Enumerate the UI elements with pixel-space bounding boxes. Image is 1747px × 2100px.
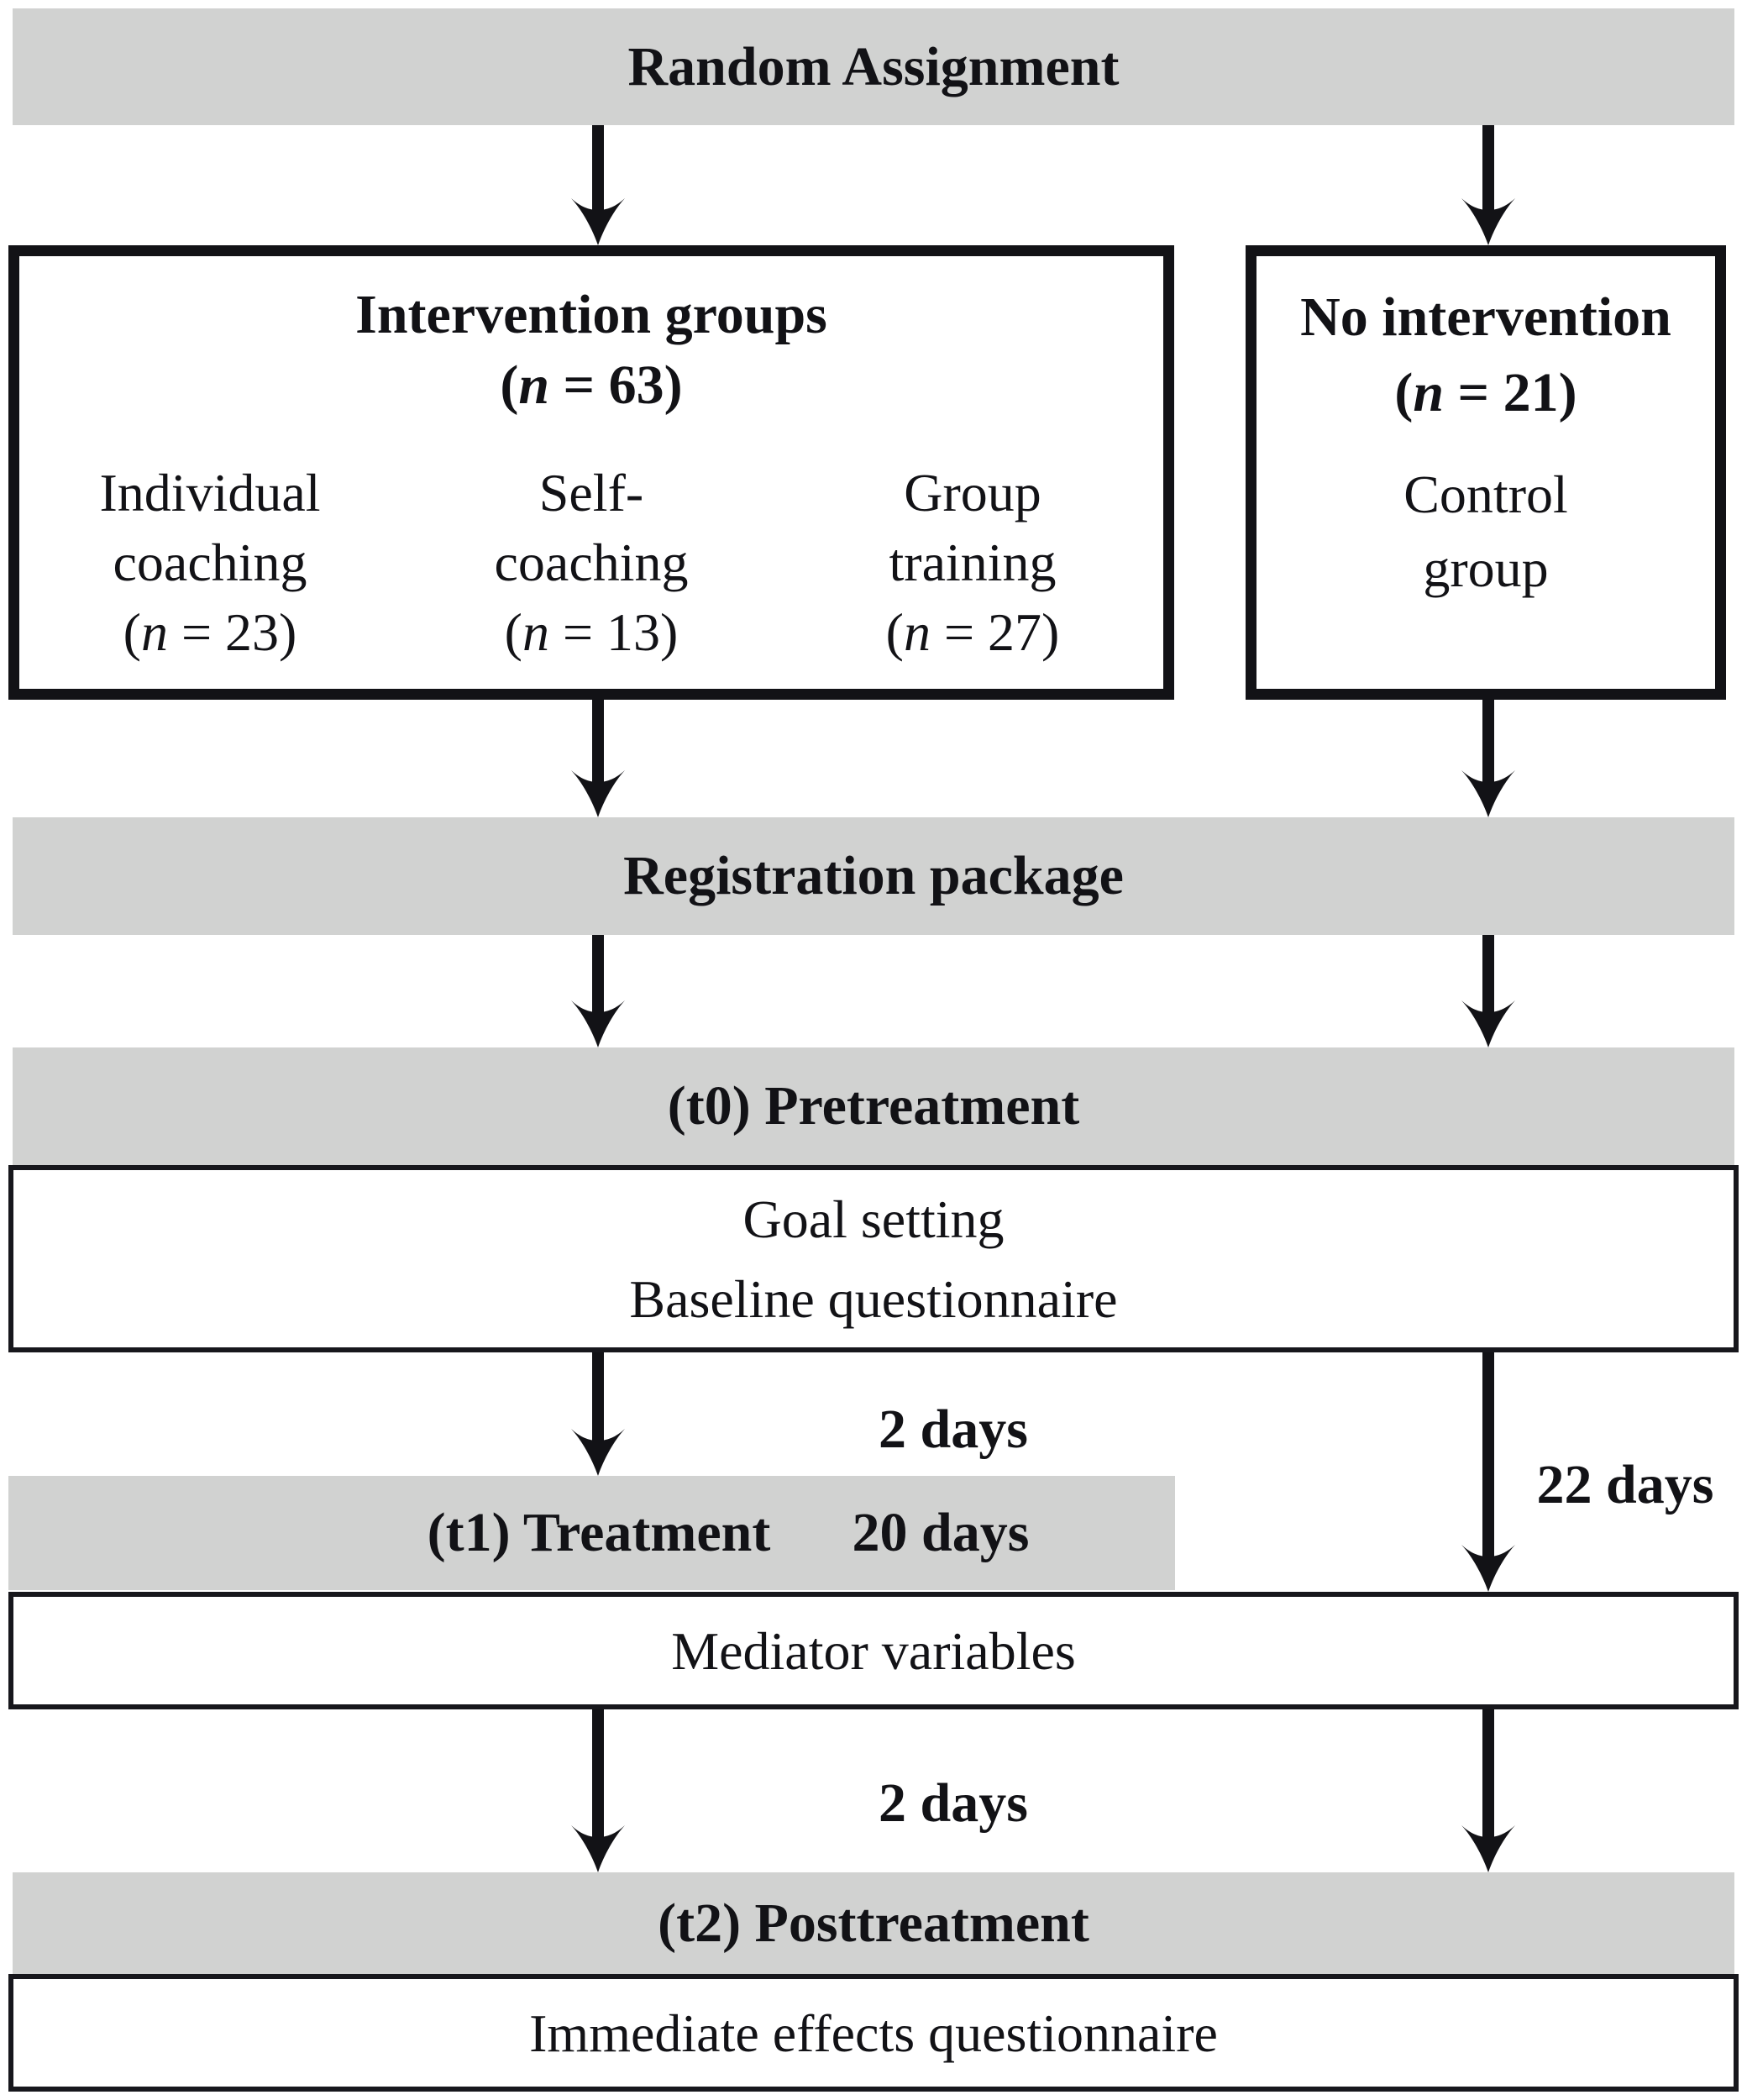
- down-arrow-glyph: [571, 935, 625, 1047]
- down-arrow: [1461, 700, 1516, 822]
- down-arrow-glyph: [571, 700, 625, 817]
- group-n-label: (n = 23): [123, 602, 297, 662]
- control-n-line: (n = 21): [1394, 362, 1577, 423]
- italic-n: n: [518, 354, 550, 416]
- t0-pretreatment-bar: (t0) Pretreatment: [13, 1047, 1734, 1165]
- down-arrow-glyph: [571, 125, 625, 245]
- random-assignment-bar: Random Assignment: [13, 8, 1734, 125]
- registration-package-bar: Registration package: [13, 817, 1734, 935]
- group-training-group: Group training (n = 27): [782, 458, 1163, 667]
- duration-label-22-days: 22 days: [1536, 1454, 1714, 1515]
- down-arrow: [570, 700, 626, 822]
- down-arrow: [570, 1352, 626, 1480]
- down-arrow: [1461, 935, 1516, 1052]
- t2-posttreatment-bar: (t2) Posttreatment: [13, 1872, 1734, 1974]
- immediate-effects-label: Immediate effects questionnaire: [529, 2003, 1218, 2063]
- intervention-groups-title: Intervention groups (n = 63): [19, 280, 1163, 421]
- t0-pretreatment-label: (t0) Pretreatment: [667, 1075, 1080, 1137]
- t1-duration-label: 20 days: [852, 1502, 1030, 1563]
- intervention-n-line: (n = 63): [500, 354, 683, 416]
- control-group-label: Control group: [1403, 465, 1568, 598]
- down-arrow-glyph: [571, 1709, 625, 1872]
- down-arrow-glyph: [1461, 125, 1515, 245]
- t1-treatment-label: (t1) Treatment: [427, 1502, 771, 1563]
- group-n-label: (n = 27): [885, 602, 1060, 662]
- down-arrow-glyph: [1461, 1352, 1515, 1592]
- italic-n: n: [903, 602, 931, 662]
- no-intervention-title: No intervention (n = 21): [1256, 280, 1715, 431]
- intervention-title-line: Intervention groups: [355, 284, 827, 345]
- italic-n: n: [522, 602, 549, 662]
- goal-setting-label: Goal setting: [742, 1189, 1005, 1249]
- down-arrow: [1461, 125, 1516, 249]
- individual-coaching-group: Individual coaching (n = 23): [19, 458, 401, 667]
- down-arrow: [570, 125, 626, 249]
- down-arrow-glyph: [1461, 1709, 1515, 1872]
- mediator-variables-box: Mediator variables: [8, 1592, 1739, 1709]
- baseline-questionnaire-label: Baseline questionnaire: [629, 1268, 1118, 1329]
- down-arrow: [1461, 1709, 1516, 1877]
- self-coaching-group: Self- coaching (n = 13): [401, 458, 782, 667]
- down-arrow: [1461, 1352, 1516, 1596]
- intervention-groups-box: Intervention groups (n = 63) Individual …: [8, 245, 1174, 700]
- immediate-effects-box: Immediate effects questionnaire: [8, 1974, 1739, 2092]
- t1-treatment-bar: (t1) Treatment 20 days: [8, 1476, 1175, 1590]
- down-arrow-glyph: [571, 1352, 625, 1476]
- down-arrow-glyph: [1461, 700, 1515, 817]
- registration-package-label: Registration package: [623, 845, 1124, 906]
- group-n-label: (n = 13): [504, 602, 679, 662]
- control-group-box: No intervention (n = 21) Control group: [1246, 245, 1726, 700]
- italic-n: n: [140, 602, 168, 662]
- t2-posttreatment-label: (t2) Posttreatment: [658, 1892, 1089, 1954]
- down-arrow-glyph: [1461, 935, 1515, 1047]
- random-assignment-label: Random Assignment: [627, 35, 1120, 97]
- intervention-columns: Individual coaching (n = 23) Self- coach…: [19, 458, 1163, 667]
- duration-label-2-days-lower: 2 days: [879, 1772, 1028, 1834]
- mediator-variables-label: Mediator variables: [671, 1620, 1076, 1681]
- duration-label-2-days-upper: 2 days: [879, 1399, 1028, 1460]
- goal-setting-box: Goal setting Baseline questionnaire: [8, 1165, 1739, 1352]
- italic-n: n: [1413, 362, 1445, 423]
- down-arrow: [570, 935, 626, 1052]
- down-arrow: [570, 1709, 626, 1877]
